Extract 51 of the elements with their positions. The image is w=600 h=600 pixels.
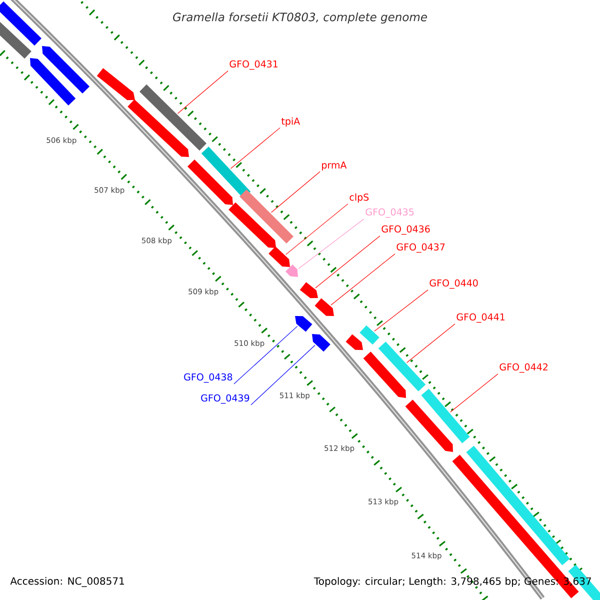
gene-label: clpS [350,193,369,203]
gene-block [0,1,42,46]
leader-line [450,374,498,412]
gene-label: GFO_0436 [382,225,430,235]
gene-block [421,388,470,444]
gene-block [128,99,189,157]
leader-line [286,204,348,255]
gene-block [300,282,318,298]
gene-label: GFO_0438 [184,373,232,383]
leader-line [298,218,364,270]
gene-block [378,342,426,392]
leader-line [250,344,316,406]
gene-block [239,189,294,244]
gene-label: prmA [322,162,347,170]
gene-block [42,46,90,94]
gene-label: GFO_0435 [366,208,414,218]
leader-line [270,171,320,213]
gene-block [187,159,233,205]
gene-label: GFO_0431 [230,60,278,70]
gene-block [201,146,251,198]
gene-label: tpiA [281,117,300,127]
gene-label: GFO_0441 [456,313,505,323]
gene-label: GFO_0442 [500,363,548,373]
gene-block [140,84,207,151]
gene-block [268,246,290,267]
leader-line [374,290,428,332]
leader-line [330,254,396,306]
leader-line [406,324,456,363]
gene-block [363,352,406,398]
gene-block [0,20,32,59]
gene-block [228,202,276,248]
leader-line [315,236,380,288]
gene-label: GFO_0439 [201,394,250,404]
leader-line [177,70,228,114]
gene-block [30,58,76,106]
gene-block [346,334,363,350]
footer-text: Accession: NC_008571 [9,576,126,588]
leader-line [234,326,298,384]
gene-block [360,325,380,345]
gene-block [466,446,570,566]
gene-block [405,400,453,452]
gene-block [295,316,312,332]
footer-text: Topology: circular; Length: 3,798,465 bp; Genes: 3,637 [314,577,591,587]
gene-label: GFO_0440 [430,279,478,289]
gene-label: GFO_0437 [396,243,445,253]
gene-block [312,334,330,352]
gene-block [96,68,135,100]
title: Gramella forsetii KT0803, complete genome [173,12,427,24]
gene-block [285,264,298,277]
gene-block [314,298,334,316]
leader-line [230,128,280,169]
